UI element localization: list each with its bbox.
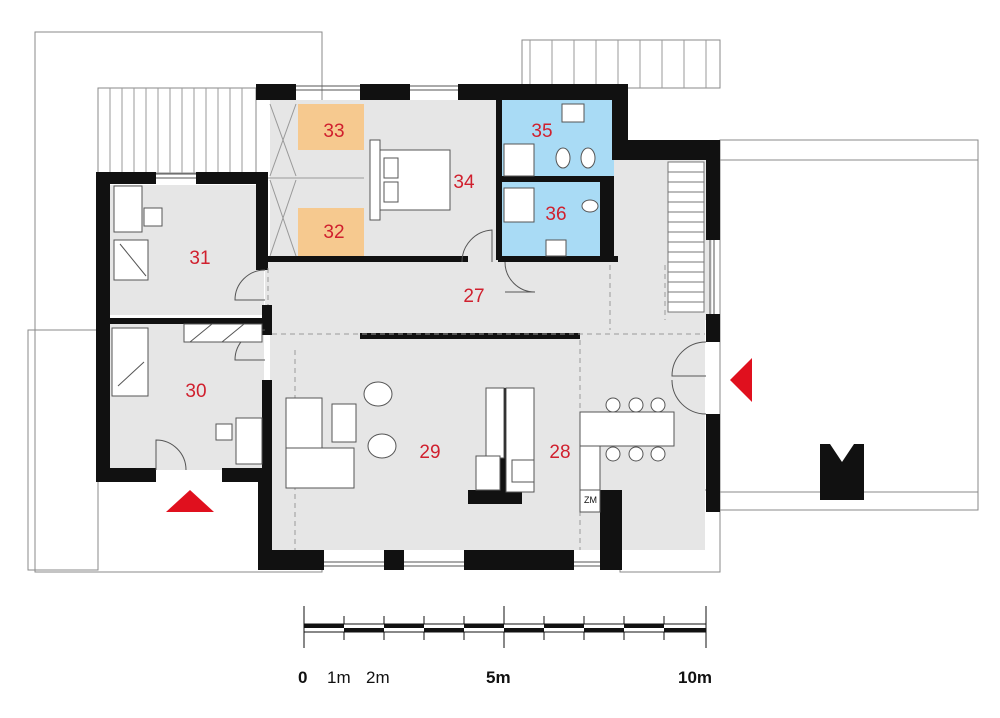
room-label-36: 36 bbox=[545, 204, 566, 225]
pergola-top-left bbox=[109, 88, 243, 173]
scale-label-2m: 2m bbox=[366, 668, 390, 687]
room-labels: 27 28 29 30 31 32 33 34 35 36 bbox=[185, 121, 570, 463]
wardrobe-hatching bbox=[268, 103, 364, 257]
pergola-top-right bbox=[529, 40, 707, 88]
windows bbox=[156, 85, 715, 567]
room-label-30: 30 bbox=[185, 381, 206, 402]
double-bed bbox=[369, 139, 451, 221]
scale-label-0: 0 bbox=[298, 668, 307, 687]
room-33-wardrobe bbox=[298, 104, 364, 150]
entry-arrow-south bbox=[166, 490, 214, 512]
room-30-furniture bbox=[111, 323, 263, 465]
room-label-31: 31 bbox=[189, 248, 210, 269]
room-label-29: 29 bbox=[419, 442, 440, 463]
bathroom-fixtures bbox=[503, 103, 599, 257]
chimney bbox=[820, 444, 864, 500]
appliance-label: ZM bbox=[584, 495, 597, 505]
room-label-33: 33 bbox=[323, 121, 344, 142]
room-label-27: 27 bbox=[463, 286, 484, 307]
room-label-35: 35 bbox=[531, 121, 552, 142]
room-31-furniture bbox=[113, 185, 163, 281]
scale-label-5m: 5m bbox=[486, 668, 511, 687]
entry-arrow-east bbox=[730, 358, 752, 402]
staircase bbox=[667, 161, 705, 313]
room-label-32: 32 bbox=[323, 222, 344, 243]
room-label-34: 34 bbox=[453, 172, 475, 193]
scale-bar: 0 1m 2m 5m 10m bbox=[298, 606, 712, 687]
room-32-wardrobe bbox=[298, 208, 364, 256]
scale-label-10m: 10m bbox=[678, 668, 712, 687]
living-room-furniture bbox=[285, 381, 397, 489]
kitchen-furniture bbox=[475, 387, 675, 513]
door-swings bbox=[155, 229, 707, 471]
room-label-28: 28 bbox=[549, 442, 570, 463]
scale-label-1m: 1m bbox=[327, 668, 351, 687]
